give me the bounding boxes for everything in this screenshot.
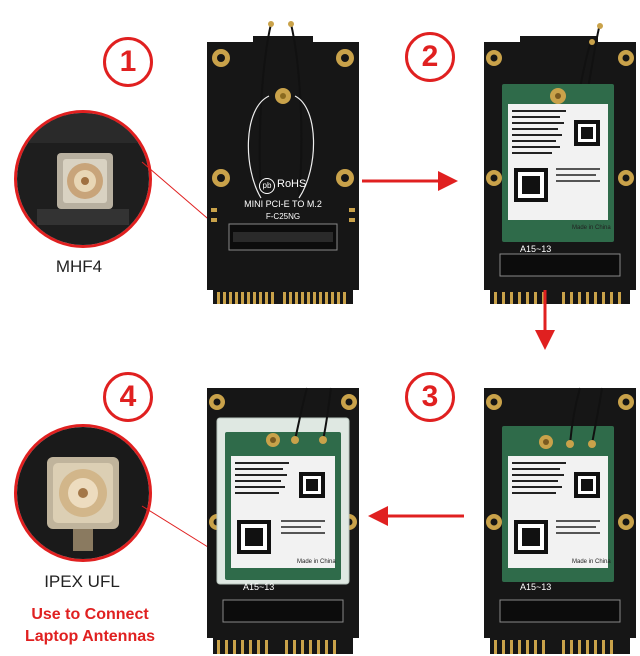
adapter-board-step-4: A15~13 Made in China — [203, 382, 363, 656]
ipex-connector-image — [17, 427, 149, 559]
pb-logo: pb — [259, 178, 275, 194]
board-model-text: MINI PCI-E TO M.2 — [244, 199, 322, 209]
adapter-board-step-2: A15~13 Made in China — [480, 18, 640, 308]
step-4-badge: 4 — [103, 372, 153, 422]
usage-note: Use to Connect Laptop Antennas — [10, 604, 170, 648]
step-2-badge: 2 — [405, 32, 455, 82]
card-made-in-text: Made in China — [572, 225, 611, 231]
ipex-connector-zoom — [14, 424, 152, 562]
mhf4-connector-zoom — [14, 110, 152, 248]
ipex-pointer-line — [141, 505, 217, 553]
mhf4-label: MHF4 — [55, 257, 103, 276]
usage-note-line-2: Laptop Antennas — [24, 628, 156, 645]
card-made-in-text: Made in China — [572, 559, 611, 565]
arrow-right-icon — [362, 171, 458, 191]
step-3-badge: 3 — [405, 372, 455, 422]
board-code-text: F-C25NG — [265, 212, 301, 221]
card-slot-label: A15~13 — [520, 244, 552, 254]
rohs-text: RoHS — [277, 178, 307, 190]
card-slot-label: A15~13 — [243, 582, 275, 592]
adapter-board-step-1: pb RoHS MINI PCI-E TO M.2 F-C25NG — [203, 18, 363, 308]
card-slot-label: A15~13 — [520, 582, 552, 592]
arrow-left-icon — [368, 506, 464, 526]
usage-note-line-1: Use to Connect — [31, 606, 149, 623]
card-made-in-text: Made in China — [297, 559, 336, 565]
arrow-down-icon — [535, 290, 555, 350]
mhf4-connector-image — [17, 113, 149, 245]
ipex-label: IPEX UFL — [44, 572, 120, 591]
step-1-badge: 1 — [103, 37, 153, 87]
adapter-board-step-3: A15~13 Made in China — [480, 382, 640, 656]
